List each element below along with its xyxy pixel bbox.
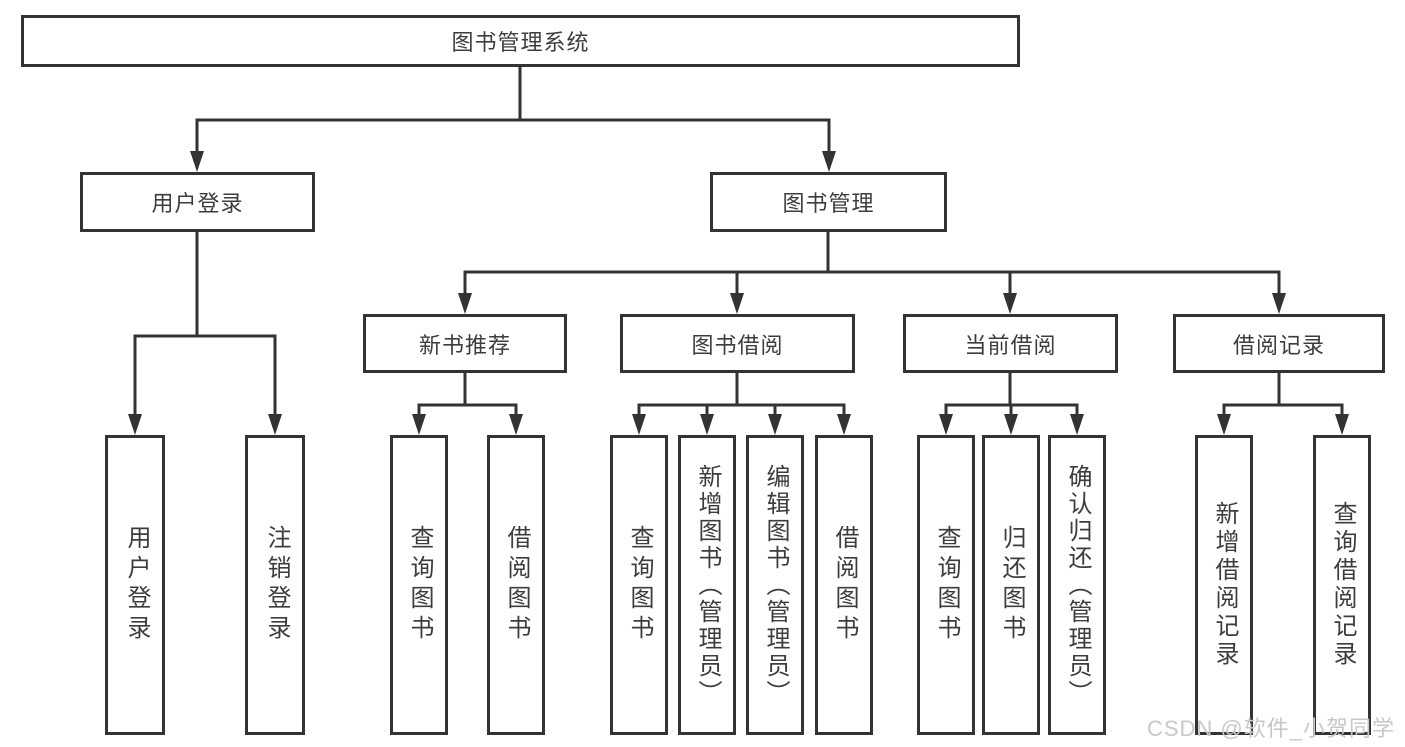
node-book-borrow: 图书借阅 [620, 314, 855, 373]
leaf-logout: 注销登录 [245, 435, 305, 735]
node-user-login: 用户登录 [80, 172, 315, 232]
leaf-query-books-recommend: 查询图书 [390, 435, 448, 735]
watermark: CSDN @软件_小贺同学 [1146, 716, 1395, 741]
leaf-user-login: 用户登录 [105, 435, 165, 735]
leaf-query-books-current: 查询图书 [917, 435, 975, 735]
node-borrow-records: 借阅记录 [1173, 314, 1385, 373]
leaf-return-books: 归还图书 [982, 435, 1040, 735]
leaf-borrow-books-recommend: 借阅图书 [487, 435, 545, 735]
node-current-borrow: 当前借阅 [903, 314, 1118, 373]
node-book-management: 图书管理 [710, 172, 947, 232]
node-new-book-recommend: 新书推荐 [363, 314, 567, 373]
leaf-borrow-books: 借阅图书 [815, 435, 873, 735]
leaf-confirm-return-admin: 确认归还（管理员） [1048, 435, 1106, 735]
leaf-query-books-borrow: 查询图书 [610, 435, 668, 735]
leaf-edit-books-admin: 编辑图书（管理员） [746, 435, 804, 735]
leaf-add-borrow-record: 新增借阅记录 [1195, 435, 1253, 735]
leaf-query-borrow-record: 查询借阅记录 [1313, 435, 1371, 735]
node-root-system: 图书管理系统 [21, 15, 1020, 67]
leaf-add-books-admin: 新增图书（管理员） [678, 435, 736, 735]
